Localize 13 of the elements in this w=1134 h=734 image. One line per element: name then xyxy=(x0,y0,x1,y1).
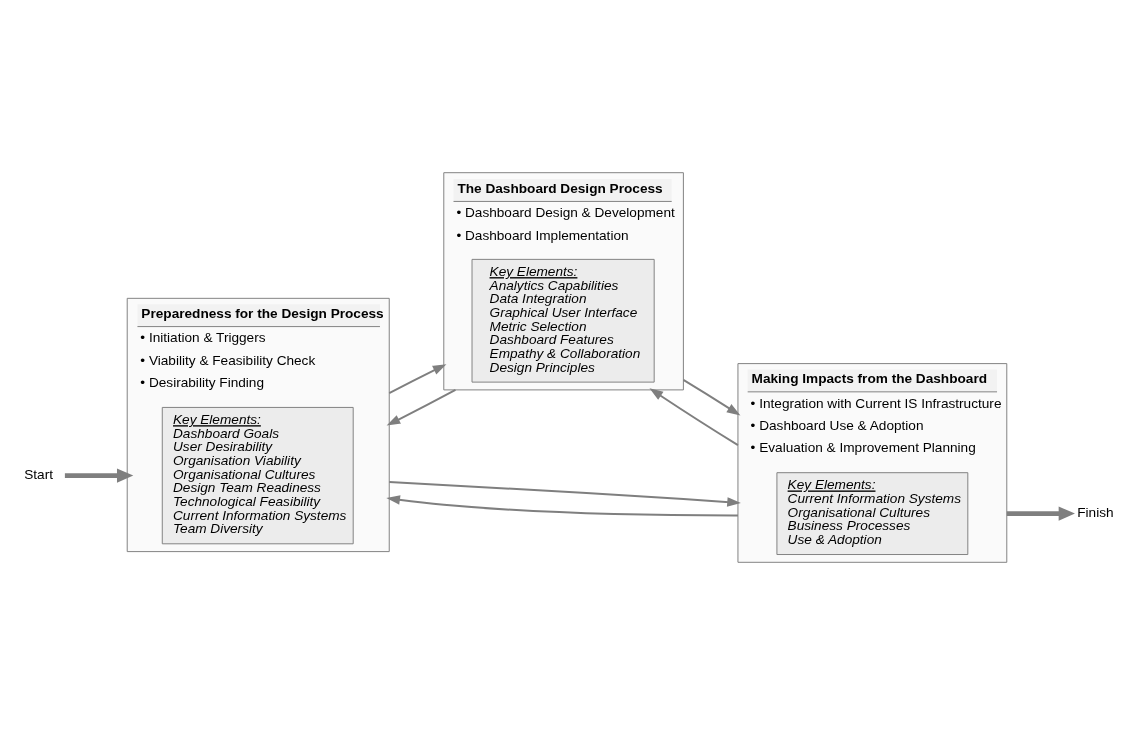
arrow xyxy=(388,363,447,394)
node-box: Key Elements: Current Information Systems Organisational Cultures Business Processes Use & Adoption xyxy=(776,471,969,555)
arrow xyxy=(386,494,739,516)
arrow xyxy=(388,480,741,507)
node-text: Start xyxy=(24,466,53,482)
arrow xyxy=(64,468,134,483)
node-text: Finish xyxy=(1077,504,1114,520)
arrow xyxy=(682,378,741,415)
arrow xyxy=(1006,505,1075,521)
arrow xyxy=(386,388,457,426)
node-box: Key Elements: Dashboard Goals User Desirability Organisation Viability Organisational Cultures Design Team Readiness Technological Feasibility Current Information Systems Team Diversity xyxy=(161,406,354,544)
node-box: Key Elements: Analytics Capabilities Data Integration Graphical User Interface Metric Selection Dashboard Features Empathy & Collaboration Design Principles xyxy=(471,258,655,383)
arrow xyxy=(649,387,739,446)
